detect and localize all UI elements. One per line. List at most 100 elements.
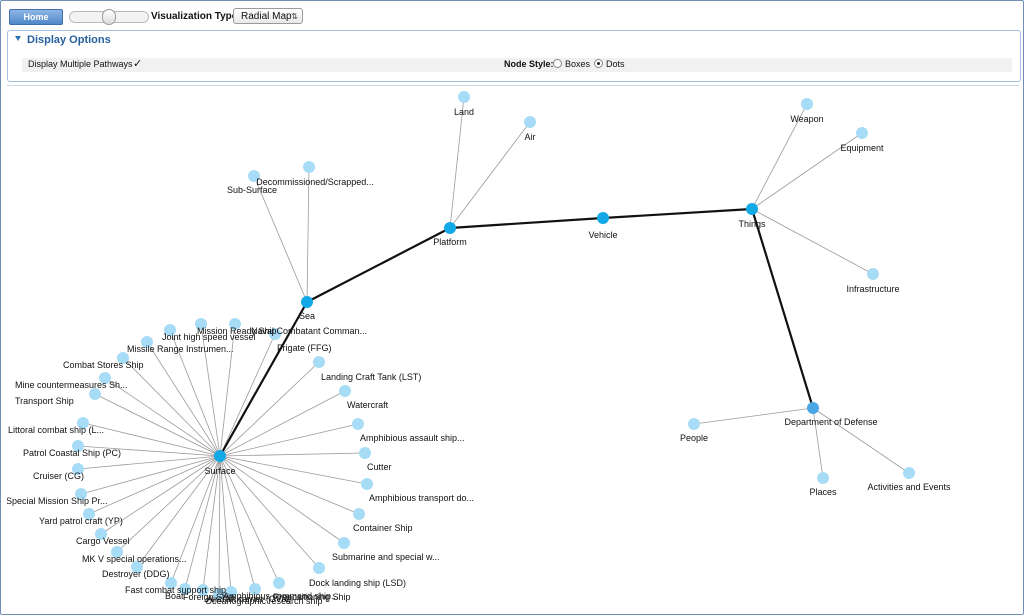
collapse-caret-icon[interactable] (15, 36, 21, 41)
node-style-boxes-label: Boxes (565, 59, 591, 69)
leaf-node-mk-v-special-operations[interactable] (111, 546, 123, 558)
node-sea[interactable] (301, 296, 313, 308)
leaf-node-decommissioned-scrapped[interactable] (303, 161, 315, 173)
leaf-node-places[interactable] (817, 472, 829, 484)
node-dod[interactable] (807, 402, 819, 414)
leaf-node-frigate-ffg[interactable] (269, 328, 281, 340)
leaf-node-infrastructure[interactable] (867, 268, 879, 280)
node-style-dots-radio[interactable] (594, 59, 603, 68)
leaf-label-fast-combat-support-ship: Fast combat support ship (125, 585, 226, 595)
leaf-node-people[interactable] (688, 418, 700, 430)
node-label-sea: Sea (299, 311, 315, 321)
leaf-node-transport-ship[interactable] (89, 388, 101, 400)
leaf-node-fast-combat-support-ship[interactable] (165, 577, 177, 589)
visualization-type-label: Visualization Type: (151, 11, 241, 22)
leaf-node-amphibious-assault-ship[interactable] (352, 418, 364, 430)
leaf-edge-fast-combat-support-ship (170, 455, 221, 584)
leaf-edge-land (449, 96, 465, 229)
leaf-node-missile-range-instrumen[interactable] (141, 336, 153, 348)
leaf-node-cargo-vessel[interactable] (95, 528, 107, 540)
leaf-node-weapon[interactable] (801, 98, 813, 110)
leaf-node-watercraft[interactable] (339, 385, 351, 397)
leaf-node-aircraft-carrier-cvn[interactable] (225, 586, 237, 598)
path-edge-platform-sea (306, 227, 451, 303)
leaf-label-aircraft-carrier-cvn: Aircraft carrier (CVN) (207, 594, 291, 604)
node-style-label: Node Style: (504, 59, 554, 69)
node-label-things: Things (738, 219, 766, 229)
leaf-label-littoral-combat-ship-l: Littoral combat ship (L... (8, 425, 104, 435)
leaf-label-naval-combatant-comman: Naval Combatant Comman... (251, 326, 367, 336)
leaf-edge-submarine-and-special-w (219, 455, 345, 544)
leaf-node-oceanographic-research-ship[interactable] (213, 588, 225, 600)
node-label-vehicle: Vehicle (588, 230, 617, 240)
leaf-node-destroyer-ddg[interactable] (131, 561, 143, 573)
node-label-surface: Surface (204, 466, 235, 476)
node-platform[interactable] (444, 222, 456, 234)
leaf-label-watercraft: Watercraft (347, 400, 389, 410)
graph-nodes[interactable] (72, 91, 915, 600)
leaf-edge-places (812, 407, 824, 479)
leaf-node-mission-ready-ship[interactable] (195, 318, 207, 330)
leaf-edge-equipment (751, 132, 863, 210)
leaf-edge-cutter (219, 452, 366, 457)
leaf-label-missile-range-instrumen: Missile Range Instrumen... (127, 344, 234, 354)
multiple-pathways-checkbox[interactable]: ✓ (133, 58, 143, 70)
node-vehicle[interactable] (597, 212, 609, 224)
multiple-pathways-label: Display Multiple Pathways (28, 59, 133, 69)
slider-thumb[interactable] (102, 9, 116, 25)
leaf-label-frigate-ffg: Frigate (FFG) (277, 343, 332, 353)
leaf-node-combat-stores-ship[interactable] (117, 352, 129, 364)
leaf-edge-prepositioning-ship (219, 455, 280, 584)
leaf-node-mine-countermeasures-sh[interactable] (99, 372, 111, 384)
leaf-label-submarine-and-special-w: Submarine and special w... (332, 552, 440, 562)
radial-map-graph[interactable]: LandAirWeaponEquipmentInfrastructurePeop… (7, 86, 1019, 612)
leaf-label-patrol-coastal-ship-pc: Patrol Coastal Ship (PC) (23, 448, 121, 458)
leaf-node-naval-combatant-comman[interactable] (229, 318, 241, 330)
leaf-node-foreign-ship[interactable] (197, 584, 209, 596)
leaf-node-yard-patrol-craft-yp[interactable] (83, 508, 95, 520)
leaf-label-activities-and-events: Activities and Events (867, 482, 951, 492)
leaf-edge-landing-craft-tank-lst (219, 361, 320, 457)
home-button[interactable]: Home (9, 9, 63, 25)
leaf-node-land[interactable] (458, 91, 470, 103)
leaf-edge-aircraft-carrier-cvn (219, 455, 232, 593)
leaf-node-container-ship[interactable] (353, 508, 365, 520)
leaf-node-dock-landing-ship-lsd[interactable] (313, 562, 325, 574)
leaf-label-land: Land (454, 107, 474, 117)
leaf-label-cruiser-cg: Cruiser (CG) (33, 471, 84, 481)
leaf-node-prepositioning-ship[interactable] (273, 577, 285, 589)
leaf-node-activities-and-events[interactable] (903, 467, 915, 479)
node-style-boxes-radio[interactable] (553, 59, 562, 68)
display-options-header[interactable]: Display Options (8, 31, 1020, 49)
leaf-node-amphibious-transport-do[interactable] (361, 478, 373, 490)
leaf-edge-people (693, 407, 814, 425)
node-things[interactable] (746, 203, 758, 215)
leaf-edge-transport-ship (94, 393, 221, 457)
leaf-node-littoral-combat-ship-l[interactable] (77, 417, 89, 429)
leaf-node-landing-craft-tank-lst[interactable] (313, 356, 325, 368)
leaf-node-air[interactable] (524, 116, 536, 128)
leaf-node-submarine-and-special-w[interactable] (338, 537, 350, 549)
display-options-row: Display Multiple Pathways ✓ Node Style: … (22, 58, 1012, 72)
display-options-title[interactable]: Display Options (27, 34, 111, 46)
leaf-node-joint-high-speed-vessel[interactable] (164, 324, 176, 336)
leaf-edge-patrol-coastal-ship-pc (77, 445, 221, 457)
leaf-node-special-mission-ship-pr[interactable] (75, 488, 87, 500)
visualization-type-select[interactable]: Radial Map ⇅ (233, 8, 303, 24)
leaf-node-amphibious-command-ship[interactable] (249, 583, 261, 595)
leaf-node-cruiser-cg[interactable] (72, 463, 84, 475)
leaf-node-patrol-coastal-ship-pc[interactable] (72, 440, 84, 452)
zoom-slider[interactable] (69, 9, 149, 25)
leaf-edge-special-mission-ship-pr (80, 455, 221, 495)
leaf-node-equipment[interactable] (856, 127, 868, 139)
node-surface[interactable] (214, 450, 226, 462)
leaf-node-boat[interactable] (179, 583, 191, 595)
leaf-label-combat-stores-ship: Combat Stores Ship (63, 360, 144, 370)
leaf-node-sub-surface[interactable] (248, 170, 260, 182)
leaf-label-oceanographic-research-ship: Oceanographic research ship (205, 596, 323, 606)
leaf-node-cutter[interactable] (359, 447, 371, 459)
leaf-label-weapon: Weapon (790, 114, 823, 124)
leaf-edge-mine-countermeasures-sh (104, 377, 221, 457)
leaf-edge-cruiser-cg (77, 455, 221, 470)
